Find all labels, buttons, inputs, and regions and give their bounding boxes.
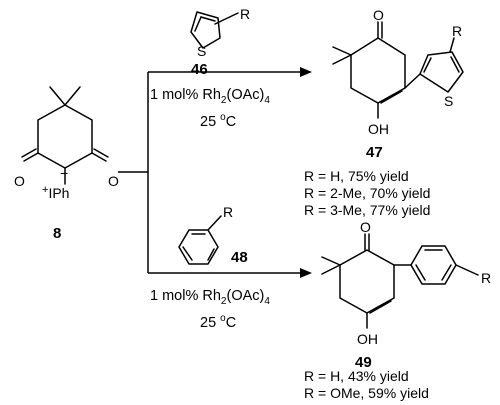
benzene-48-substituent: R: [223, 204, 233, 220]
top-catalyst-conditions: 1 mol% Rh2(OAc)4: [150, 87, 270, 106]
top-temperature: 25 oC: [200, 112, 236, 130]
bottom-catalyst-conditions: 1 mol% Rh2(OAc)4: [150, 288, 270, 307]
yield-49-line-1: R = H, 43% yield: [304, 368, 409, 384]
reaction-arrows: [118, 67, 312, 278]
compound-8-number: 8: [53, 225, 61, 242]
compound-8-oxygen-right: O: [108, 173, 119, 189]
product-49-hydroxyl: OH: [357, 331, 378, 347]
benzene-48-structure: [178, 215, 222, 265]
compound-8-iodonium-label: +IPh: [42, 184, 69, 201]
compound-8-structure: [21, 86, 109, 185]
compound-49-number: 49: [355, 354, 372, 371]
product-47-oxygen: O: [373, 7, 384, 23]
thiophene-46-structure: [190, 11, 239, 49]
compound-8-oxygen-left: O: [14, 173, 25, 189]
thiophene-46-sulfur: S: [197, 43, 206, 59]
yield-47-line-2: R = 2-Me, 70% yield: [304, 185, 430, 201]
compound-48-number: 48: [231, 249, 248, 266]
product-49-substituent: R: [481, 270, 491, 286]
yield-47-line-3: R = 3-Me, 77% yield: [304, 202, 430, 218]
compound-8-carbanion-charge: −: [60, 165, 68, 181]
compound-47-number: 47: [366, 144, 383, 161]
product-49-structure: [321, 233, 479, 329]
thiophene-46-substituent: R: [240, 6, 250, 22]
product-47-substituent: R: [452, 23, 462, 39]
compound-46-number: 46: [191, 61, 208, 78]
bottom-temperature: 25 oC: [200, 313, 236, 331]
product-47-sulfur: S: [444, 93, 453, 109]
yield-49-line-2: R = OMe, 59% yield: [304, 385, 429, 401]
product-49-oxygen: O: [360, 219, 371, 235]
product-47-structure: [332, 21, 464, 119]
product-47-hydroxyl: OH: [368, 121, 389, 137]
yield-47-line-1: R = H, 75% yield: [304, 168, 409, 184]
